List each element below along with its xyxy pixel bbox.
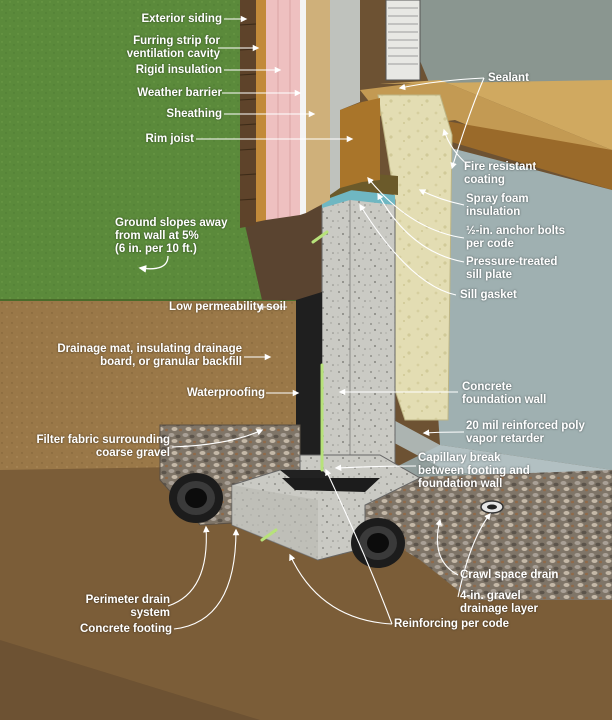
label-capillary-break: Capillary break between footing and foun… — [418, 452, 530, 490]
foundation-wall — [321, 194, 396, 479]
weather-barrier — [300, 0, 306, 215]
rigid-insulation — [266, 0, 300, 220]
leader-lines — [167, 15, 491, 630]
rebar — [260, 230, 329, 542]
label-gravel-layer: 4-in. gravel drainage layer — [460, 590, 538, 615]
label-furring-strip: Furring strip for ventilation cavity — [126, 35, 220, 60]
label-sill-gasket: Sill gasket — [460, 289, 517, 301]
gravel-drainage-layer — [330, 470, 612, 600]
label-reinforcing: Reinforcing per code — [394, 618, 510, 630]
label-drainage-mat: Drainage mat, insulating drainage board,… — [57, 343, 242, 368]
label-filter-fabric: Filter fabric surrounding coarse gravel — [36, 434, 170, 459]
label-sheathing: Sheathing — [166, 108, 222, 120]
label-ground-slope: Ground slopes away from wall at 5% (6 in… — [115, 217, 228, 255]
label-rigid-insulation: Rigid insulation — [135, 64, 222, 76]
crawlspace-wall — [420, 140, 612, 470]
perimeter-drain-pipe — [169, 473, 223, 523]
label-fire-resistant-coating: Fire resistant coating — [464, 161, 537, 186]
label-waterproofing: Waterproofing — [186, 387, 265, 399]
waterproofing-layer — [296, 292, 322, 470]
label-low-permeability-soil: Low permeability soil — [169, 301, 286, 313]
label-crawl-space-drain: Crawl space drain — [460, 569, 559, 581]
lawn — [0, 0, 310, 300]
label-exterior-siding: Exterior siding — [141, 13, 222, 25]
sheathing — [306, 0, 330, 213]
rim-joist — [340, 98, 380, 188]
label-spray-foam-insulation: Spray foam insulation — [466, 193, 529, 218]
furring-strip — [256, 0, 266, 222]
label-concrete-foundation-wall: Concrete foundation wall — [462, 381, 547, 406]
label-sealant: Sealant — [488, 72, 529, 84]
label-rim-joist: Rim joist — [145, 133, 194, 145]
label-anchor-bolts: ½-in. anchor bolts per code — [466, 225, 566, 250]
label-sill-plate: Pressure-treated sill plate — [466, 256, 558, 281]
label-vapor-retarder: 20 mil reinforced poly vapor retarder — [466, 420, 585, 445]
label-weather-barrier: Weather barrier — [137, 87, 222, 99]
label-concrete-footing: Concrete footing — [80, 623, 172, 635]
label-perimeter-drain: Perimeter drain system — [85, 594, 170, 619]
